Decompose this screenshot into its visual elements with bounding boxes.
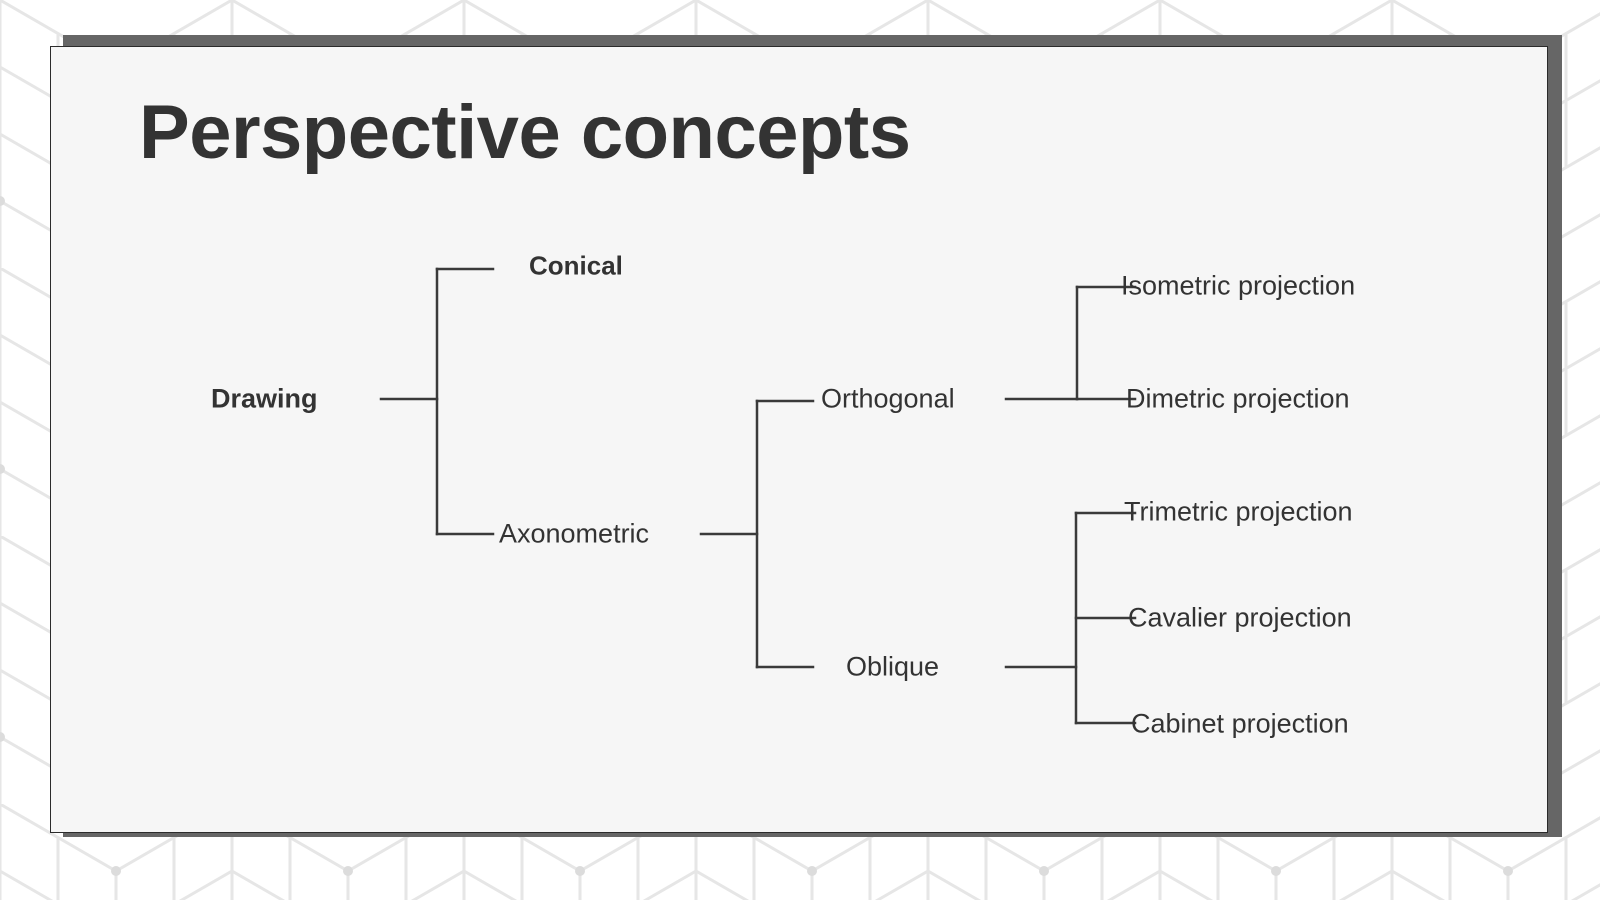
node-oblique[interactable]: Oblique <box>846 651 940 682</box>
slide-card: Perspective concepts <box>50 46 1548 833</box>
tree-connector-lines <box>379 267 1137 725</box>
node-isometric-projection[interactable]: Isometric projection <box>1121 270 1356 301</box>
node-conical[interactable]: Conical <box>529 250 623 281</box>
node-cavalier-projection[interactable]: Cavalier projection <box>1128 602 1352 633</box>
node-orthogonal[interactable]: Orthogonal <box>821 383 955 414</box>
node-trimetric-projection[interactable]: Trimetric projection <box>1124 496 1353 527</box>
tree-diagram: Drawing Conical Axonometric Orthogonal O… <box>51 47 1547 832</box>
page-title: Perspective concepts <box>139 90 911 175</box>
node-drawing[interactable]: Drawing <box>211 383 318 414</box>
node-cabinet-projection[interactable]: Cabinet projection <box>1131 708 1349 739</box>
node-dimetric-projection[interactable]: Dimetric projection <box>1126 383 1350 414</box>
node-axonometric[interactable]: Axonometric <box>499 518 650 549</box>
